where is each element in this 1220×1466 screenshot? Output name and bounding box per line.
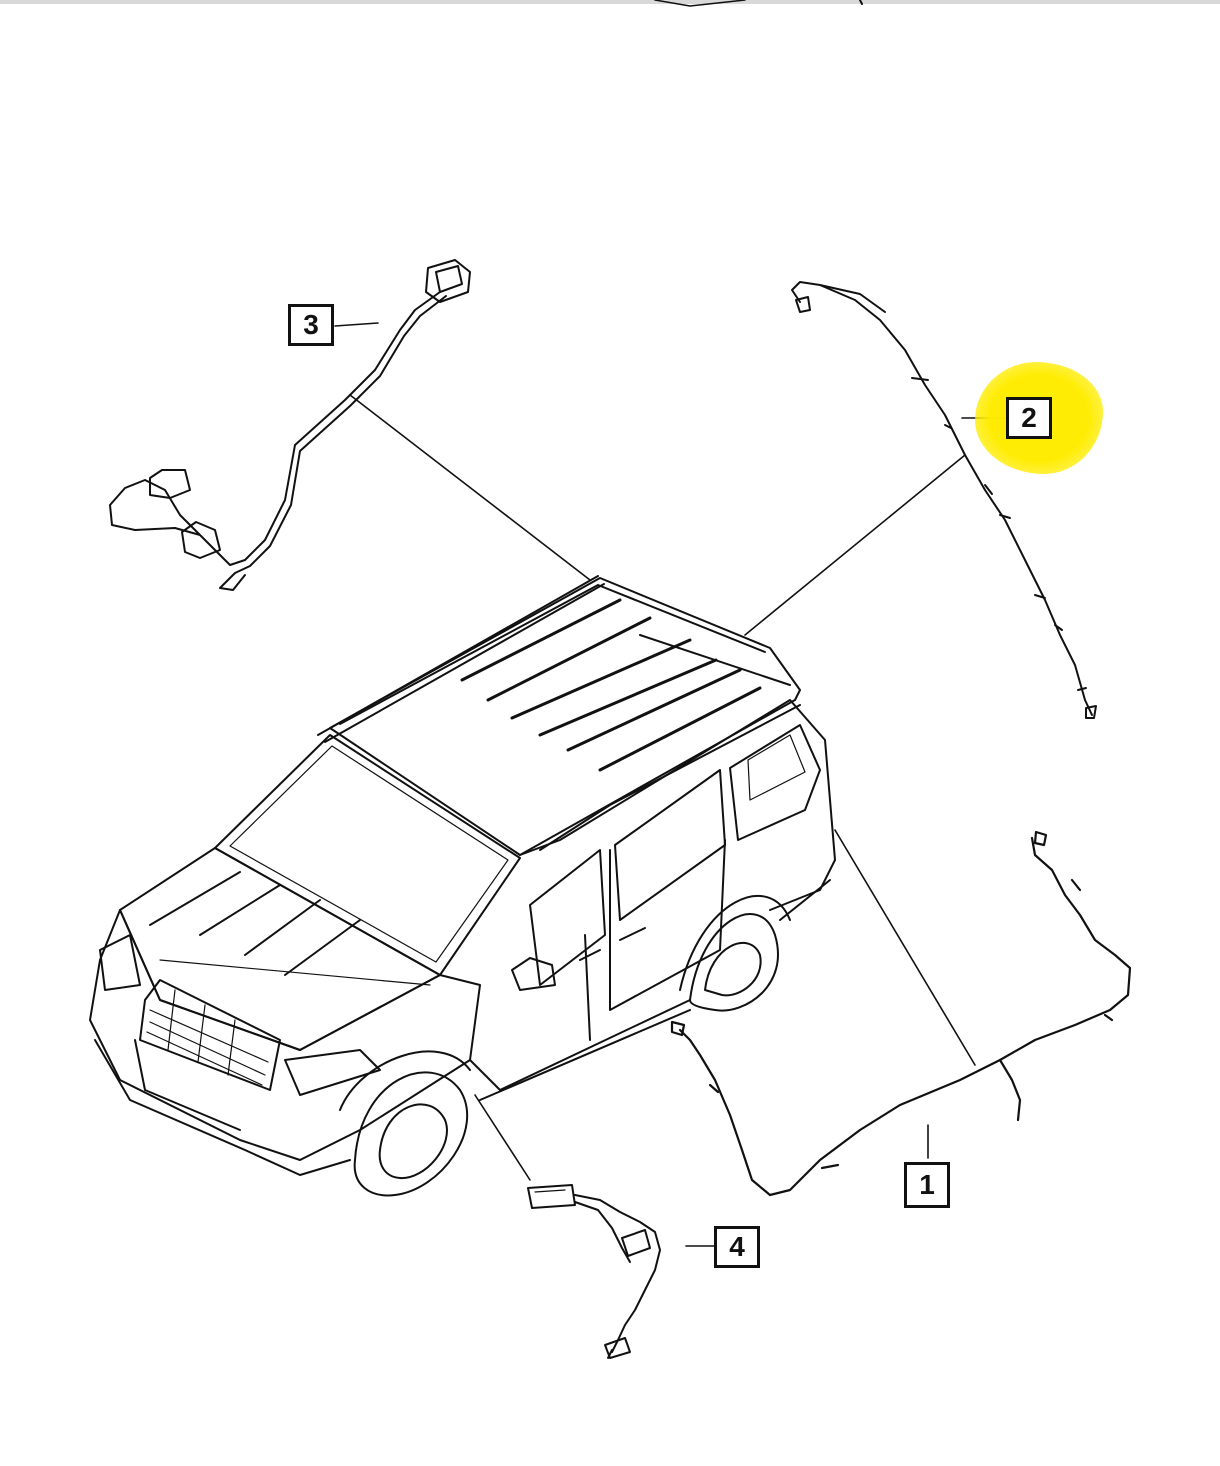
front-jumper-harness-4 [527, 1184, 661, 1359]
callout-4: 4 [714, 1226, 760, 1268]
callout-1: 1 [904, 1162, 950, 1208]
rear-harness-1 [670, 830, 1132, 1197]
leader-lines [334, 322, 1007, 1247]
top-fragment [654, 0, 746, 7]
jumper-harness-3 [109, 259, 471, 591]
top-border [0, 0, 1220, 4]
minivan-illustration [89, 575, 836, 1197]
roof-harness-2 [791, 281, 1097, 719]
callout-3: 3 [288, 304, 334, 346]
callout-2: 2 [1006, 397, 1052, 439]
